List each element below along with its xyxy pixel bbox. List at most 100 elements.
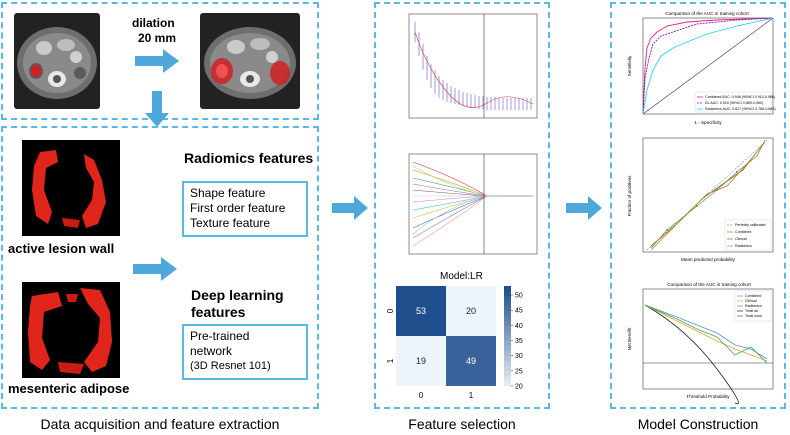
- colorbar-tick-label: 40: [515, 323, 523, 330]
- arrow-down-icon: [145, 91, 169, 127]
- arrow-right-icon: [135, 49, 179, 73]
- adipose-image: [22, 282, 120, 378]
- confusion-title: Model:LR: [440, 271, 483, 282]
- dca-title: Comparison of the AUC in training cohort: [667, 282, 751, 287]
- dilation-label: dilation: [132, 16, 175, 30]
- lasso-cv-mean-line: [414, 31, 534, 108]
- confusion-cell-value: 19: [416, 356, 426, 366]
- colorbar-segment: [504, 316, 511, 322]
- radiomics-item: First order feature: [190, 201, 286, 215]
- confusion-cell: [446, 336, 496, 386]
- caption-data-acquisition: Data acquisition and feature extraction: [40, 416, 280, 432]
- colorbar-segment: [504, 321, 511, 327]
- label-active-lesion-wall: active lesion wall: [8, 241, 115, 256]
- ct-image-dilated: [200, 13, 300, 109]
- dca-clinical: [644, 304, 768, 362]
- confusion-cell: [396, 336, 446, 386]
- colorbar-segment: [504, 296, 511, 302]
- confusion-cell: [396, 286, 446, 336]
- roc-legend: Combined AUC: 0.948 (95%CI 0.910-0.986) …: [694, 91, 776, 113]
- dca-legend-item: Treat all: [745, 309, 758, 313]
- diagonal-line: [642, 17, 774, 115]
- arrow-right-icon: [566, 196, 602, 220]
- dca-legend-item: Treat none: [745, 314, 762, 318]
- deep-learning-title-line1: Deep learning: [191, 287, 284, 303]
- plot-frame: [642, 137, 774, 253]
- deep-learning-title-line2: features: [191, 304, 246, 320]
- plot-frame: [642, 288, 774, 390]
- confusion-cell: [446, 286, 496, 336]
- colorbar-segment: [504, 356, 511, 362]
- colorbar-segment: [504, 331, 511, 337]
- roc-ylabel: Sensitivity: [627, 55, 632, 76]
- ct-scan-dilated-graphic: [204, 27, 296, 99]
- cal-legend-item: Combined: [735, 230, 751, 234]
- cal-clinical: [650, 143, 764, 247]
- confusion-ytick: 0: [386, 308, 395, 313]
- colorbar-segment: [504, 301, 511, 307]
- cal-legend-item: Radiomics: [735, 244, 752, 248]
- roc-radiomics: [642, 17, 774, 115]
- roc-dl: [642, 17, 774, 115]
- feature-extraction-panel: [1, 126, 319, 409]
- lasso-coefficient-plot: [387, 148, 543, 266]
- adipose-graphic: [28, 288, 112, 374]
- radiomics-item: Shape feature: [190, 186, 266, 200]
- feature-selection-panel: [374, 2, 550, 409]
- colorbar-segment: [504, 371, 511, 377]
- dca-legend-item: Combined: [745, 294, 761, 298]
- colorbar-tick-label: 35: [515, 338, 523, 345]
- colorbar-segment: [504, 351, 511, 357]
- colorbar-segment: [504, 291, 511, 297]
- lasso-cv-errorbars: [414, 22, 532, 110]
- dca-ylabel: Net Benefit: [627, 327, 632, 350]
- lasso-cv-plot: [387, 8, 543, 134]
- roc-combined: [642, 17, 774, 115]
- calibration-plot: Perfectly calibrated Combined Clinical R…: [617, 134, 781, 268]
- roc-legend-item: Radiomics AUC: 0.827 (95%CI 0.766-0.889): [705, 107, 776, 111]
- radiomics-feature-box: Shape feature First order feature Textur…: [182, 181, 308, 237]
- colorbar-tick-label: 20: [515, 384, 523, 391]
- confusion-xtick: 1: [469, 391, 474, 400]
- plot-frame: [408, 13, 538, 119]
- dca-legend: Combined Clinical Radiomics Treat all Tr…: [734, 290, 772, 322]
- deep-item: network: [190, 344, 233, 358]
- cal-xlabel: Mean predicted probability: [681, 257, 736, 262]
- caption-feature-selection: Feature selection: [408, 416, 516, 432]
- label-mesenteric-adipose: mesenteric adipose: [8, 381, 130, 396]
- colorbar-segment: [504, 346, 511, 352]
- colorbar-segment: [504, 326, 511, 332]
- dca-combined: [644, 304, 768, 360]
- dca-treat-all: [644, 304, 739, 405]
- colorbar-tick-label: 25: [515, 368, 523, 375]
- colorbar-segment: [504, 376, 511, 382]
- roc-legend-item: Combined AUC: 0.948 (95%CI 0.910-0.986): [705, 95, 775, 99]
- calibration-legend: Perfectly calibrated Combined Clinical R…: [724, 219, 772, 251]
- colorbar-tick-label: 45: [515, 308, 523, 315]
- arrow-right-icon: [332, 196, 368, 220]
- confusion-cell-value: 53: [416, 306, 426, 316]
- confusion-cell-value: 49: [466, 356, 476, 366]
- colorbar-segment: [504, 381, 511, 387]
- coefficient-paths: [412, 161, 488, 247]
- roc-title: Comparison of the AUC in training cohort: [665, 11, 749, 16]
- lesion-wall-graphic: [32, 150, 106, 228]
- dca-legend-item: Clinical: [745, 299, 757, 303]
- ct-image-original: [14, 13, 100, 109]
- radiomics-title: Radiomics features: [184, 150, 314, 166]
- lesion-wall-image: [22, 140, 120, 236]
- dca-radiomics: [644, 304, 768, 364]
- confusion-xtick: 0: [419, 391, 424, 400]
- colorbar-segment: [504, 361, 511, 367]
- arrow-right-icon: [133, 257, 177, 281]
- colorbar-segment: [504, 311, 511, 317]
- roc-legend-item: DL AUC: 0.915 (95%CI 0.869-0.960): [705, 101, 763, 105]
- colorbar-segment: [504, 336, 511, 342]
- colorbar-segment: [504, 306, 511, 312]
- confusion-cell-value: 20: [466, 306, 476, 316]
- cal-legend-item: Perfectly calibrated: [735, 223, 766, 227]
- deep-item: Pre-trained: [190, 329, 250, 343]
- colorbar-segment: [504, 341, 511, 347]
- colorbar-segment: [504, 286, 511, 292]
